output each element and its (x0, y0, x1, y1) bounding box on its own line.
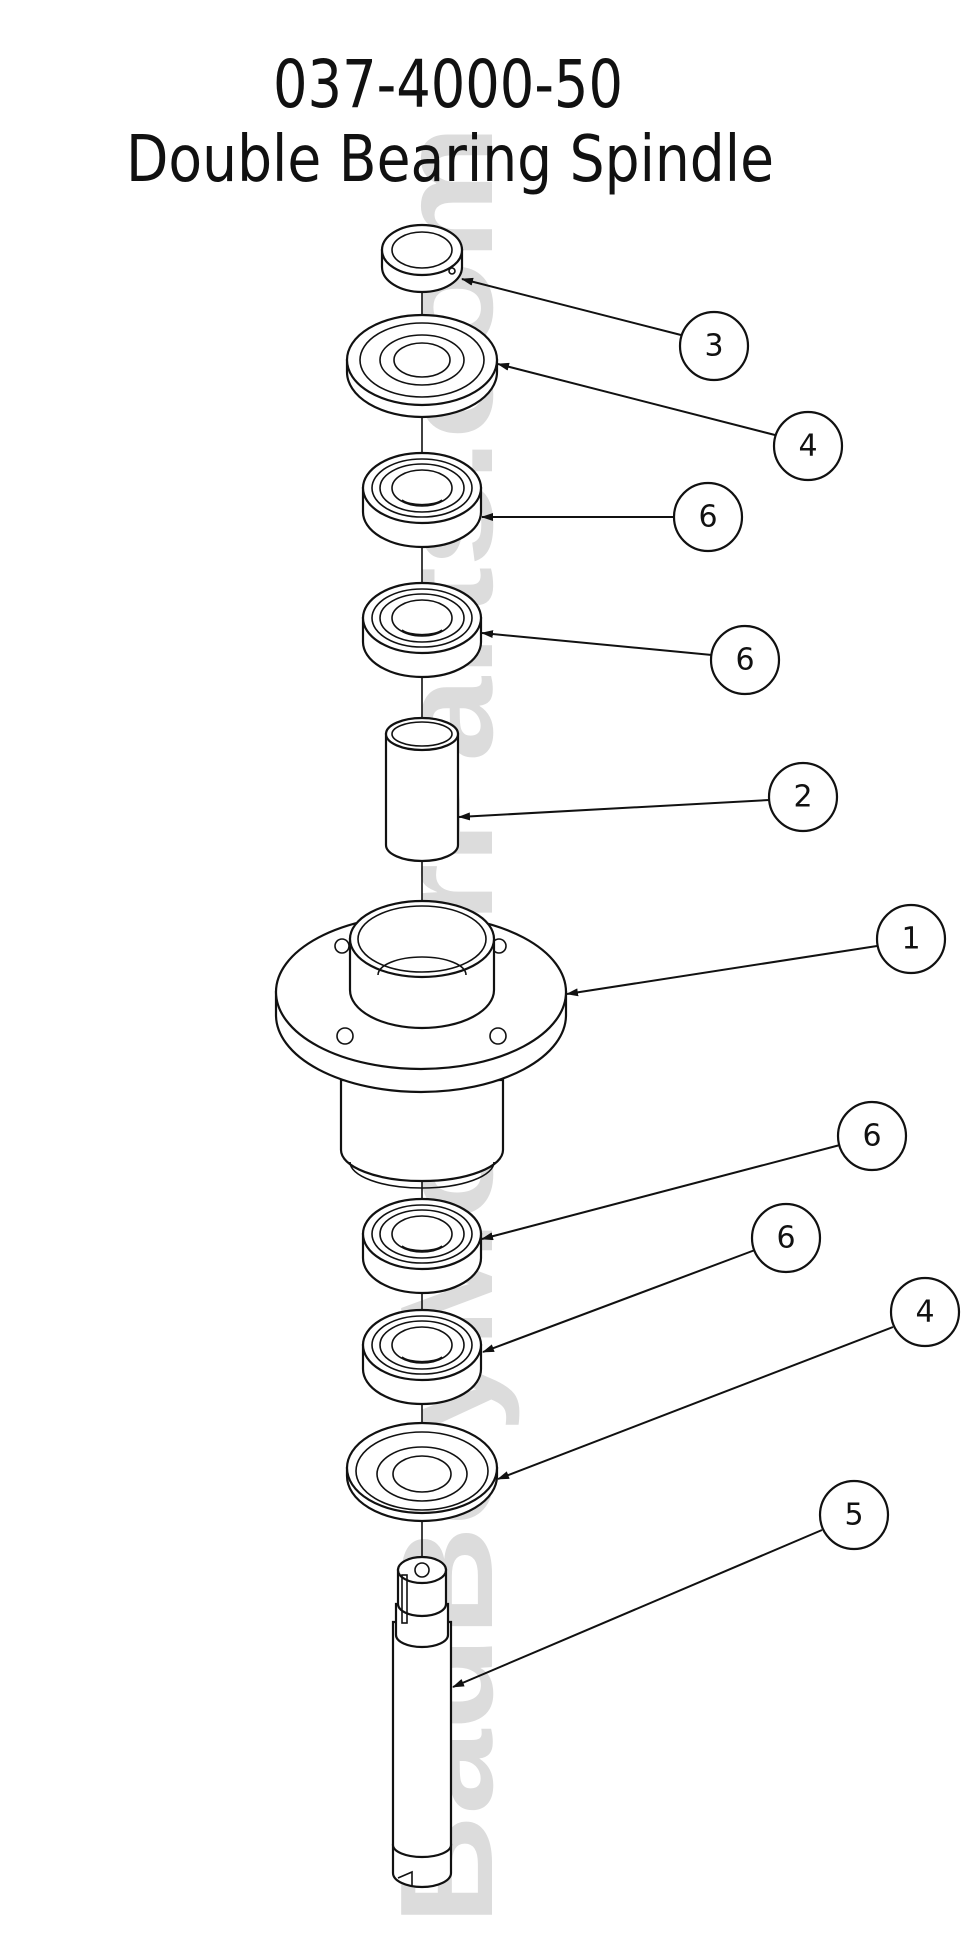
leader-lines (452, 277, 894, 1688)
hub-part (274, 899, 568, 1189)
callout-label: 2 (793, 780, 812, 815)
callout-3: 3 (678, 310, 750, 382)
shaft-part (391, 1555, 453, 1889)
spacer-part (384, 716, 460, 863)
callout-6: 6 (709, 624, 781, 696)
collar-part (380, 223, 464, 294)
bearing-4-part (361, 1308, 483, 1406)
bearing-1-part (361, 451, 483, 549)
diagram-title: Double Bearing Spindle (126, 123, 774, 197)
callout-label: 3 (704, 329, 723, 364)
callout-label: 1 (901, 922, 920, 957)
bearing-3-part (361, 1197, 483, 1295)
callout-label: 6 (698, 500, 717, 535)
callout-2: 2 (767, 761, 839, 833)
callout-1: 1 (875, 903, 947, 975)
lower-seal-part (345, 1421, 499, 1523)
callout-4: 4 (889, 1276, 961, 1348)
callout-label: 6 (776, 1221, 795, 1256)
callout-label: 4 (915, 1295, 934, 1330)
callout-label: 4 (798, 429, 817, 464)
callout-label: 6 (735, 643, 754, 678)
callout-6: 6 (672, 481, 744, 553)
bearing-2-part (361, 581, 483, 679)
callout-label: 5 (844, 1498, 863, 1533)
part-number-title: 037-4000-50 (273, 46, 623, 123)
callout-label: 6 (862, 1119, 881, 1154)
callout-4: 4 (772, 410, 844, 482)
callout-5: 5 (818, 1479, 890, 1551)
callout-6: 6 (836, 1100, 908, 1172)
upper-seal-part (345, 313, 499, 419)
callout-6: 6 (750, 1202, 822, 1274)
